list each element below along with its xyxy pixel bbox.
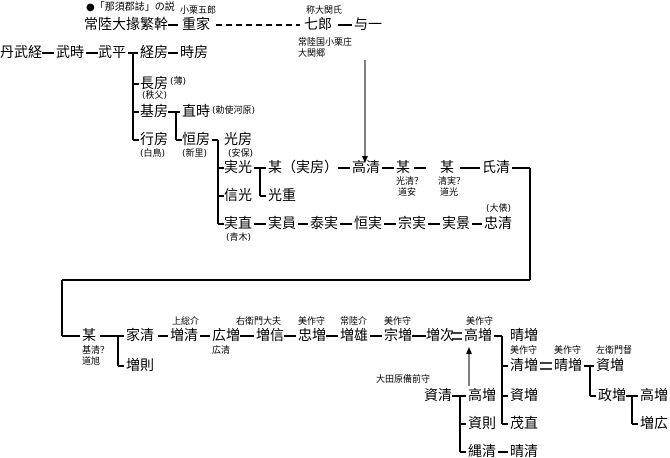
name-tanbu: 丹武経 (0, 45, 42, 61)
name-masuo: 増雄 (340, 328, 368, 344)
name-masamasu: 政増 (598, 388, 626, 404)
name-yasuzane: 泰実 (310, 216, 338, 232)
name-sanekage: 実景 (442, 216, 470, 232)
name-shigeie: 重家 (182, 17, 210, 33)
label-sanenao-note: (青木) (226, 233, 252, 243)
name-shichiro: 七郎 (304, 17, 332, 33)
name-munemasu: 宗増 (384, 328, 412, 344)
name-hitachi-taijo: 常陸大掾繁幹 (84, 17, 168, 33)
label-bou3-note1: 基清？ (82, 346, 110, 356)
name-mitsushige: 光重 (268, 188, 296, 204)
name-masunori: 増則 (126, 358, 154, 374)
name-tsunezane: 恒実 (354, 216, 382, 232)
name-yoichi: 与一 (354, 17, 382, 33)
label-mimasaka-5: 美作守 (554, 346, 582, 356)
name-motofusa: 基房 (140, 104, 168, 120)
label-hitachi-suke: 常陸介 (340, 317, 368, 327)
name-takakiyo: 高清 (352, 160, 380, 176)
name-shigenao: 茂直 (510, 416, 538, 432)
name-takehira: 武平 (98, 45, 126, 61)
source-note: ●「那須郡誌」の説 (86, 2, 175, 13)
name-iekiyo: 家清 (126, 328, 154, 344)
name-yukifusa: 行房 (140, 132, 168, 148)
name-tsunefusa2: 恒房 (182, 132, 210, 148)
label-tsunefusa2-note: (新里) (182, 149, 208, 159)
label-hitachi-oguri-2: 大関郷 (298, 49, 326, 59)
name-ujikiyo: 氏清 (482, 160, 510, 176)
name-takamasu: 高増 (464, 328, 492, 344)
name-masutsugu: 増次 (426, 328, 454, 344)
label-nagafusa-note: (薄) (170, 77, 187, 87)
label-saemon-tok: 左衛門督 (596, 346, 633, 356)
name-sukekiyo: 資清 (424, 388, 452, 404)
name-tadamasu: 忠増 (298, 328, 326, 344)
label-mimasaka-2: 美作守 (384, 317, 412, 327)
label-naotoki-note: (勅使河原) (212, 106, 256, 116)
label-mimasaka-1: 美作守 (298, 317, 326, 327)
label-oguri-goro: 小栗五郎 (180, 6, 217, 16)
name-sanemitsu: 実光 (224, 160, 252, 176)
label-hitachi-oguri-1: 常陸国小栗庄 (298, 38, 353, 48)
name-taketoki: 武時 (56, 45, 84, 61)
name-takamasu3: 高増 (640, 388, 668, 404)
name-sanekazu: 実員 (268, 216, 296, 232)
name-sukemasu: 資増 (596, 358, 624, 374)
label-tadakiyo-note: (大俵) (486, 204, 512, 214)
name-kiyomasu: 清増 (510, 358, 538, 374)
name-tadakiyo: 忠清 (484, 216, 512, 232)
name-hiromasu: 広増 (212, 328, 240, 344)
label-ota-bizen: 大田原備前守 (376, 375, 431, 385)
name-sanenao: 実直 (224, 216, 252, 232)
name-bou3: 某 (82, 328, 96, 344)
name-masukiyo: 増清 (170, 328, 198, 344)
name-takamasu2: 高増 (468, 388, 496, 404)
label-mimasaka-3: 美作守 (466, 317, 494, 327)
name-naotoki: 直時 (182, 104, 210, 120)
label-yukifusa-note: (白鳥) (140, 149, 166, 159)
name-nobumitsu: 信光 (224, 188, 252, 204)
name-harumasu2: 晴増 (554, 358, 582, 374)
name-sukemasu-b: 資増 (510, 388, 538, 404)
label-mimasaka-4: 美作守 (510, 346, 538, 356)
name-harumasu: 晴増 (510, 328, 538, 344)
name-tsunakiyo: 縄清 (468, 444, 496, 458)
name-bou1: 某 (396, 160, 410, 176)
label-bou3-note2: 道旭 (82, 357, 101, 367)
label-mitsufusa-note: (安保) (228, 149, 254, 159)
name-sukenori: 資則 (468, 416, 496, 432)
label-bou1-note1: 光清？ (396, 177, 424, 187)
name-munezane: 宗実 (398, 216, 426, 232)
label-shou-taizeki: 称大関氏 (306, 6, 343, 16)
name-tsunefusa: 経房 (140, 45, 168, 61)
label-bou1-note2: 道安 (398, 188, 417, 198)
name-bou2: 某 (440, 160, 454, 176)
label-kazusa-suke: 上総介 (172, 317, 200, 327)
label-nagafusa-note2: (秩父) (142, 91, 168, 101)
label-hiromasu-alt: 広清 (212, 346, 231, 356)
name-nagafusa: 長房 (140, 76, 168, 92)
label-uemon-taifu: 右衛門大夫 (236, 317, 282, 327)
label-bou2-note1: 清実？ (438, 177, 466, 187)
name-mitsufusa: 光房 (224, 132, 252, 148)
name-tokifusa: 時房 (180, 45, 208, 61)
name-bou-sanefusa: 某（実房） (268, 160, 338, 176)
label-bou2-note2: 道光 (440, 188, 459, 198)
name-haruki: 晴清 (510, 444, 538, 458)
name-masuhiro: 増広 (640, 416, 668, 432)
name-masunobu: 増信 (256, 328, 284, 344)
